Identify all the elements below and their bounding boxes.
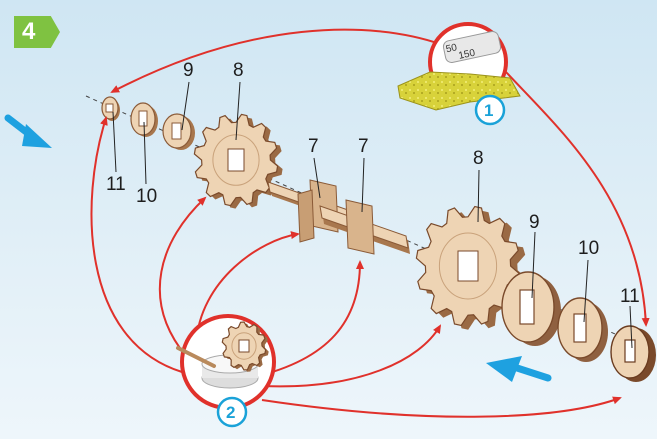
label-9-right: 9 <box>529 212 540 233</box>
callout-number-2: 2 <box>226 403 235 422</box>
gear-hub-ring <box>231 332 257 360</box>
gear-square-hole <box>238 339 250 353</box>
gear-hub-ring <box>438 232 498 300</box>
gear-square-hole <box>227 148 245 172</box>
label-8-left: 8 <box>233 60 244 81</box>
label-9-left: 9 <box>183 60 194 81</box>
blue-arrow-left <box>4 114 52 148</box>
label-8-right: 8 <box>473 148 484 169</box>
gear-square-hole <box>457 250 479 282</box>
glue-paper-callout: 150 50 1 <box>397 22 521 126</box>
label-7-right: 7 <box>358 136 369 157</box>
label-10-right: 10 <box>578 238 600 259</box>
gear-left <box>193 113 283 209</box>
callout-number-1: 1 <box>484 101 493 120</box>
bar-right <box>319 199 410 255</box>
washer-small-right <box>610 325 656 382</box>
label-11-left: 11 <box>106 174 126 195</box>
blue-arrow-right <box>486 356 552 382</box>
leader-lines <box>112 81 633 349</box>
glue-pot-callout: 2 <box>176 314 276 428</box>
washer-right <box>557 297 608 362</box>
washer-small-left <box>101 96 120 121</box>
label-10-left: 10 <box>136 186 158 207</box>
gear-small-in-glue <box>221 321 269 372</box>
ruler-mark-150: 150 <box>458 48 477 62</box>
label-7-left: 7 <box>308 136 319 157</box>
gear-right <box>415 205 527 330</box>
ruler-mark-50: 50 <box>445 42 459 55</box>
washer-left <box>130 102 158 137</box>
label-11-right: 11 <box>620 286 640 307</box>
red-arrows <box>90 28 650 418</box>
spacer-left <box>162 113 195 150</box>
step-badge: 4 <box>14 16 60 48</box>
spacer-right <box>501 271 561 346</box>
bar-left <box>267 179 352 243</box>
